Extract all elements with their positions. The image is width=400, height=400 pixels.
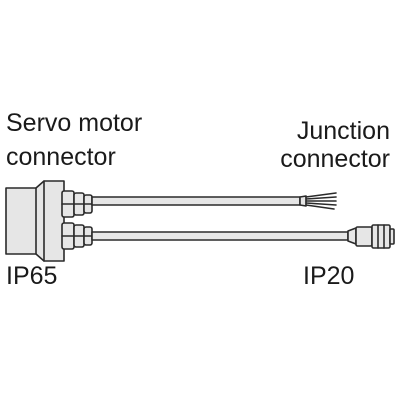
junction-connector-label-line1: Junction: [296, 117, 390, 145]
junction-connector-label-line2: connector: [280, 145, 390, 173]
upper-cable: [91, 196, 301, 206]
junction-connector-rating: IP20: [303, 262, 355, 290]
junction-connector-plug: [347, 224, 395, 249]
flying-lead-wires: [305, 192, 337, 210]
upper-cable-end: [299, 195, 307, 207]
lower-cable-gland: [61, 222, 93, 250]
upper-cable-gland: [61, 190, 93, 218]
lower-cable: [91, 231, 349, 241]
servo-connector-rating: IP65: [6, 262, 58, 290]
servo-motor-connector-body: [5, 180, 65, 262]
servo-connector-label-line1: Servo motor: [6, 109, 143, 137]
servo-connector-label-line2: connector: [6, 143, 116, 171]
